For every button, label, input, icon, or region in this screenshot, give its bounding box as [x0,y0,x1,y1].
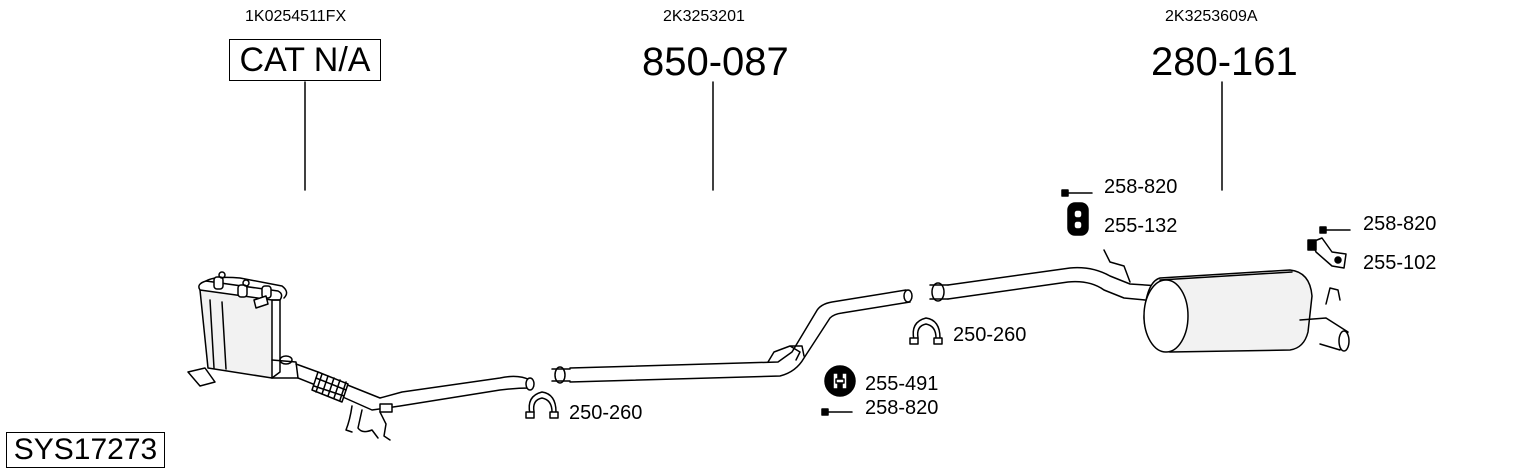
bolt-icon [821,408,853,416]
bolt-icon [1319,226,1351,234]
clamp-icon [525,391,559,419]
oem-number-rear-silencer: 2K3253609A [1165,8,1258,25]
accessory-label-clamp[interactable]: 250-260 [953,324,1027,346]
system-code: SYS17273 [6,432,165,468]
bracket-icon [1307,237,1347,269]
rubber-mount-icon [824,365,856,397]
accessory-label-bracket[interactable]: 255-102 [1363,252,1437,274]
middle-pipe-drawing [551,289,913,384]
oem-number-middle-pipe: 2K3253201 [663,8,745,25]
clamp-icon [909,317,943,345]
accessory-label-bolt[interactable]: 258-820 [865,397,939,419]
part-label-rear-silencer[interactable]: 280-161 [1151,40,1298,84]
accessory-label-bolt[interactable]: 258-820 [1363,213,1437,235]
accessory-label-bolt[interactable]: 258-820 [1104,176,1178,198]
accessory-label-clamp[interactable]: 250-260 [569,402,643,424]
part-label-catalyst[interactable]: CAT N/A [229,39,381,81]
accessory-label-rubber-mount[interactable]: 255-491 [865,373,939,395]
catalytic-converter-drawing [187,271,535,441]
oem-number-catalyst: 1K0254511FX [245,8,347,25]
rear-silencer-drawing [929,249,1350,353]
accessory-label-rubber-mount[interactable]: 255-132 [1104,215,1178,237]
bolt-icon [1061,189,1093,197]
part-label-middle-pipe[interactable]: 850-087 [642,40,789,84]
rubber-mount-icon [1067,202,1089,236]
